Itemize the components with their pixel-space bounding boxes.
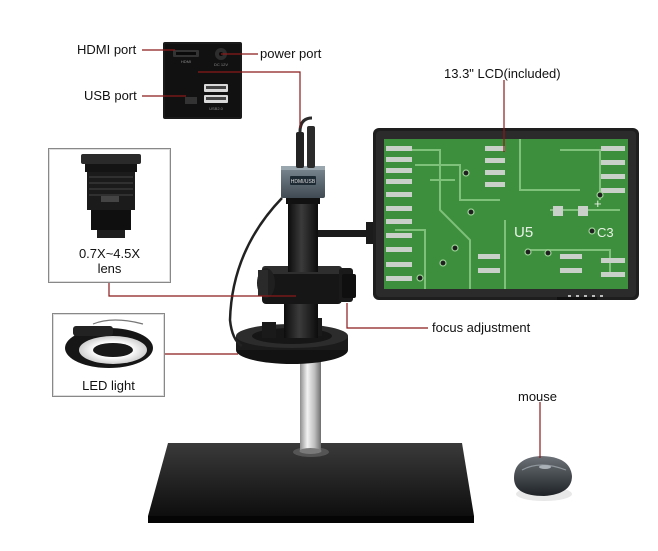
microscope-body bbox=[257, 196, 378, 338]
camera-unit: HDMI/USB bbox=[228, 116, 325, 348]
pcb-label-c3: C3 bbox=[597, 225, 614, 240]
svg-text:DC 12V: DC 12V bbox=[214, 62, 228, 67]
usb-port-label: USB port bbox=[84, 88, 137, 103]
lens-icon bbox=[81, 154, 141, 238]
callout-focus bbox=[346, 303, 428, 329]
svg-text:USB2.0: USB2.0 bbox=[209, 106, 224, 111]
pcb-label-plus: + bbox=[594, 196, 602, 211]
lens-inset: 0.7X~4.5X lens bbox=[48, 148, 171, 283]
stand-base bbox=[148, 443, 474, 523]
pcb-label-u5: U5 bbox=[514, 224, 533, 241]
pcb-pads bbox=[386, 146, 625, 281]
camera-badge: HDMI/USB bbox=[291, 179, 316, 185]
led-light-label: LED light bbox=[82, 378, 135, 393]
pcb-vias bbox=[416, 169, 604, 282]
led-ring-icon bbox=[65, 319, 153, 368]
stand-pole bbox=[299, 355, 322, 454]
mouse-label: mouse bbox=[518, 389, 558, 404]
focus-adjustment-label: focus adjustment bbox=[432, 320, 531, 335]
led-inset: LED light bbox=[52, 313, 165, 397]
power-port-label: power port bbox=[260, 46, 322, 61]
callout-camera bbox=[198, 71, 301, 128]
port-panel: HDMI DC 12V USB2.0 bbox=[163, 42, 242, 119]
mouse-device bbox=[514, 456, 572, 501]
lcd-monitor: U5 C3 + bbox=[373, 128, 639, 300]
lcd-label: 13.3" LCD(included) bbox=[444, 66, 561, 81]
lens-label-line2: lens bbox=[97, 261, 122, 276]
lens-label-line1: 0.7X~4.5X bbox=[78, 246, 141, 261]
svg-text:HDMI: HDMI bbox=[181, 59, 191, 64]
hdmi-port-label: HDMI port bbox=[77, 42, 137, 57]
